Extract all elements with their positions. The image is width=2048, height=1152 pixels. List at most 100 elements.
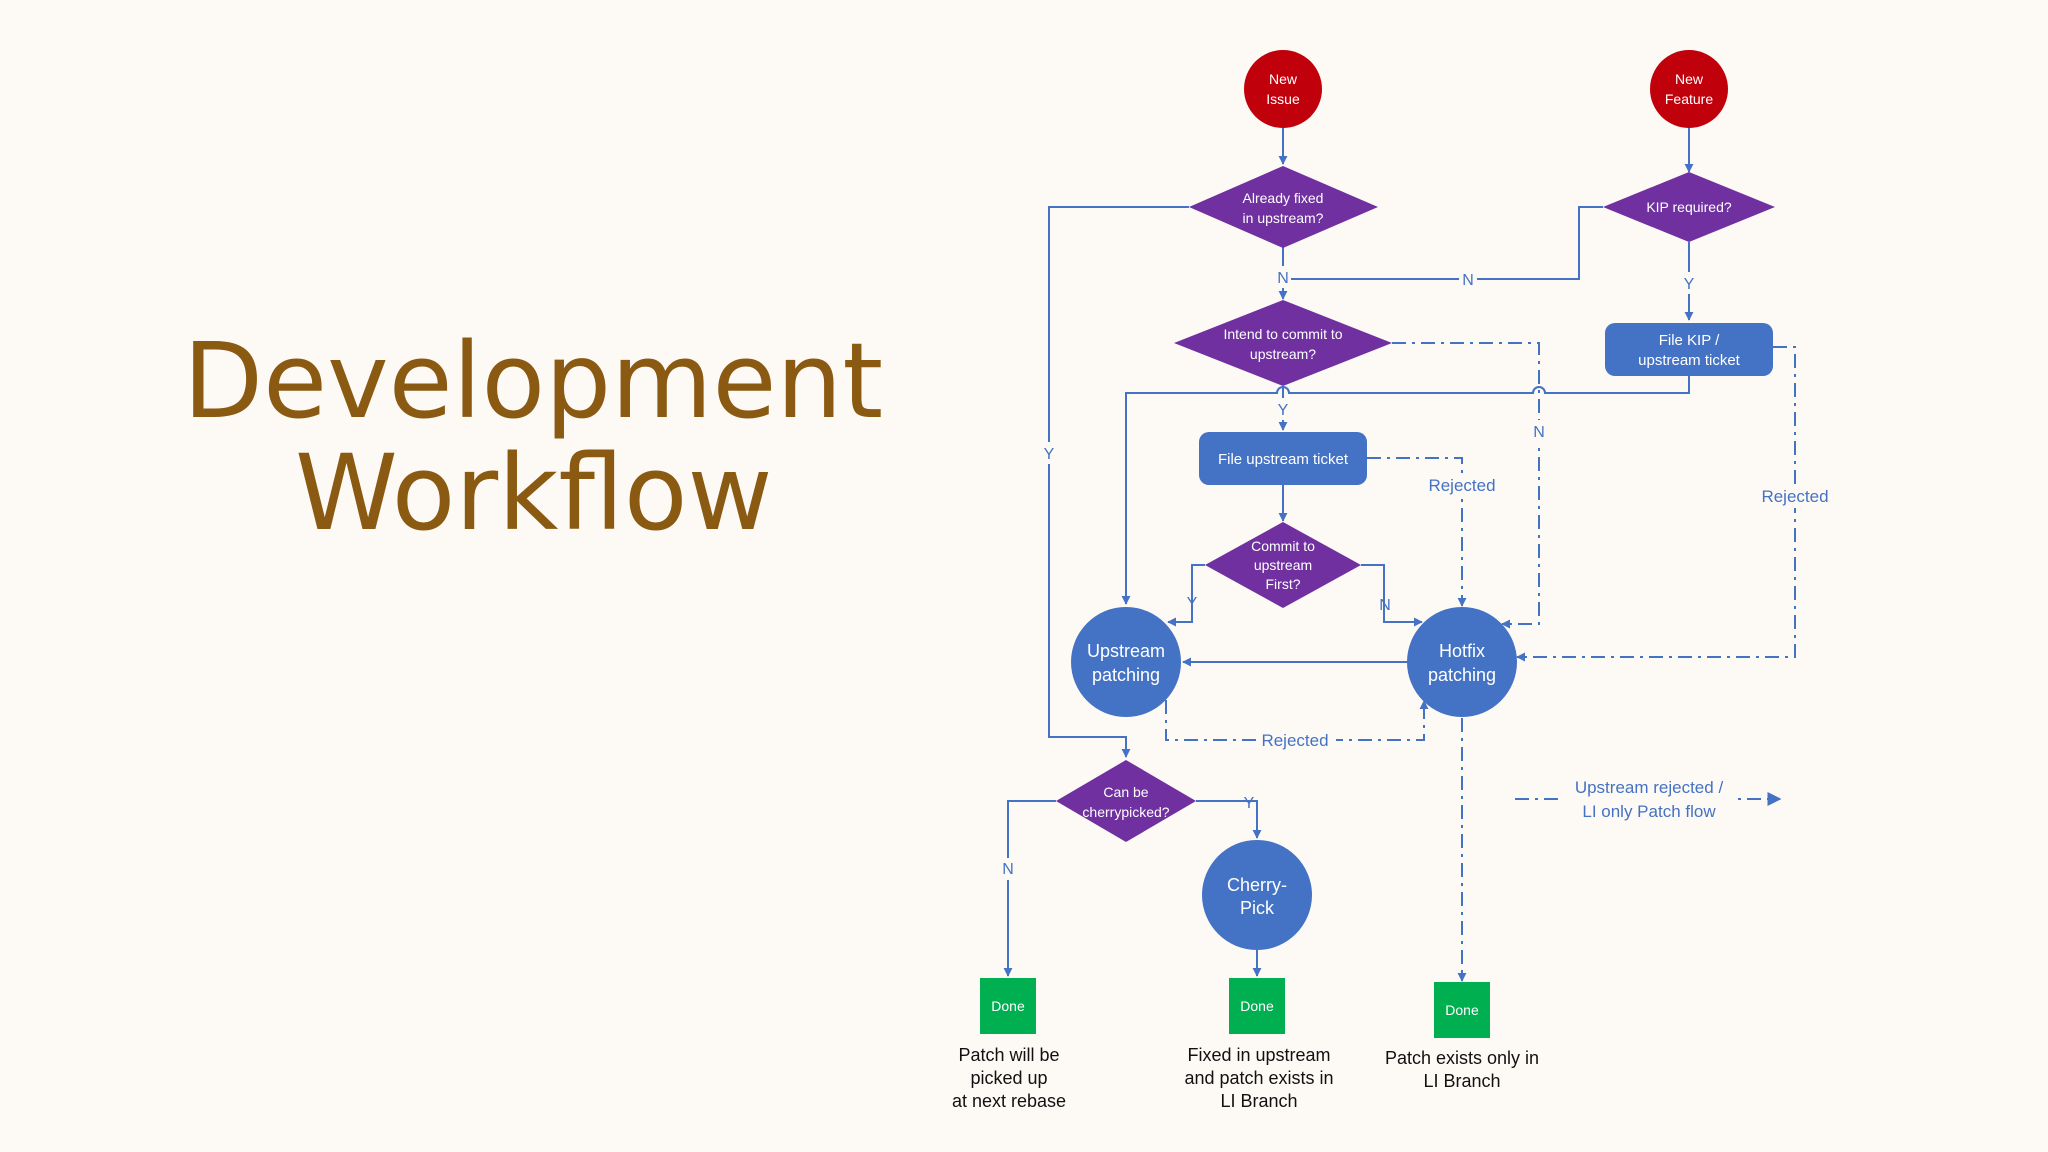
edge-kip-no bbox=[1283, 206, 1603, 280]
legend-text-bg bbox=[1560, 776, 1738, 824]
node-done-1: Done bbox=[980, 978, 1036, 1034]
node-new-feature: New Feature bbox=[1650, 50, 1728, 128]
already-fixed-diamond bbox=[1189, 166, 1378, 248]
edge-label-cherrypick-yes: Y bbox=[1244, 795, 1255, 812]
file-upstream-box bbox=[1199, 432, 1367, 485]
cherry-pick-circle bbox=[1202, 840, 1312, 950]
node-done-3: Done bbox=[1434, 982, 1490, 1038]
caption-done-2-line-2: and patch exists in bbox=[1184, 1068, 1333, 1088]
new-feature-label-2: Feature bbox=[1665, 91, 1713, 107]
already-fixed-label-2: in upstream? bbox=[1243, 210, 1324, 226]
edge-label-file-kip-rejected: Rejected bbox=[1761, 487, 1828, 506]
title-line-1: Development bbox=[183, 320, 884, 442]
label-bg-file-kip-rejected bbox=[1757, 484, 1833, 508]
file-kip-label-1: File KIP / bbox=[1659, 332, 1720, 349]
label-bg-intend-no bbox=[1531, 420, 1547, 442]
node-hotfix-patching: Hotfix patching bbox=[1407, 607, 1517, 717]
edge-label-commit-first-no: N bbox=[1379, 597, 1391, 614]
label-bg-already-fixed-yes bbox=[1040, 442, 1058, 464]
edge-label-intend-no: N bbox=[1533, 424, 1545, 441]
commit-first-label-3: First? bbox=[1266, 576, 1301, 592]
edge-label-commit-first-yes: Y bbox=[1187, 595, 1198, 612]
node-done-2: Done bbox=[1229, 978, 1285, 1034]
label-bg-intend-yes bbox=[1275, 398, 1291, 420]
cherrypick-question-label-2: cherrypicked? bbox=[1082, 804, 1169, 820]
edge-label-intend-yes: Y bbox=[1278, 402, 1289, 419]
cherry-pick-label-1: Cherry- bbox=[1227, 875, 1287, 895]
edge-file-kip-to-upstream bbox=[1121, 376, 1690, 605]
node-commit-first: Commit to upstream First? bbox=[1205, 522, 1361, 608]
file-upstream-label: File upstream ticket bbox=[1218, 451, 1349, 468]
upstream-patching-label-2: patching bbox=[1092, 665, 1160, 685]
edge-label-kip-yes: Y bbox=[1684, 276, 1695, 293]
upstream-patching-label-1: Upstream bbox=[1087, 641, 1165, 661]
edge-file-upstream-rejected bbox=[1367, 457, 1467, 607]
done-3-label: Done bbox=[1445, 1002, 1479, 1018]
cherry-pick-label-2: Pick bbox=[1240, 898, 1275, 918]
label-bg-kip-no bbox=[1459, 268, 1477, 290]
label-bg-kip-yes bbox=[1681, 272, 1697, 294]
commit-first-label-1: Commit to bbox=[1251, 538, 1315, 554]
legend: Upstream rejected / LI only Patch flow bbox=[1560, 776, 1738, 824]
node-file-kip: File KIP / upstream ticket bbox=[1605, 323, 1773, 376]
edge-label-already-fixed-no: N bbox=[1277, 270, 1289, 287]
new-feature-label-1: New bbox=[1675, 71, 1704, 87]
edge-already-fixed-yes bbox=[1048, 206, 1189, 758]
edge-label-cherrypick-no: N bbox=[1002, 861, 1014, 878]
node-cherry-pick: Cherry- Pick bbox=[1202, 840, 1312, 950]
title-line-2: Workflow bbox=[295, 432, 773, 554]
node-intend-commit: Intend to commit to upstream? bbox=[1174, 300, 1392, 386]
hotfix-patching-label-2: patching bbox=[1428, 665, 1496, 685]
edge-label-file-upstream-rejected: Rejected bbox=[1428, 476, 1495, 495]
edge-label-kip-no: N bbox=[1462, 272, 1474, 289]
edge-commit-first-yes bbox=[1167, 564, 1205, 627]
upstream-patching-circle bbox=[1071, 607, 1181, 717]
slide-title: Development Workflow bbox=[183, 320, 884, 554]
edge-commit-first-no bbox=[1361, 564, 1423, 627]
node-already-fixed: Already fixed in upstream? bbox=[1189, 166, 1378, 248]
label-bg-cherrypick-no bbox=[1000, 858, 1016, 880]
node-new-issue: New Issue bbox=[1244, 50, 1322, 128]
cherrypick-question-diamond bbox=[1056, 760, 1196, 842]
intend-commit-diamond bbox=[1174, 300, 1392, 386]
kip-required-label: KIP required? bbox=[1646, 199, 1732, 215]
hotfix-patching-label-1: Hotfix bbox=[1439, 641, 1485, 661]
new-issue-label-1: New bbox=[1269, 71, 1298, 87]
caption-done-3-line-1: Patch exists only in bbox=[1385, 1048, 1539, 1068]
node-cherrypick-question: Can be cherrypicked? bbox=[1056, 760, 1196, 842]
caption-done-1-line-3: at next rebase bbox=[952, 1091, 1066, 1111]
node-upstream-patching: Upstream patching bbox=[1071, 607, 1181, 717]
edge-intend-no bbox=[1392, 342, 1540, 629]
caption-done-3-line-2: LI Branch bbox=[1423, 1071, 1500, 1091]
already-fixed-label-1: Already fixed bbox=[1243, 190, 1324, 206]
legend-line-2: LI only Patch flow bbox=[1582, 802, 1716, 821]
commit-first-diamond bbox=[1205, 522, 1361, 608]
caption-done-2-line-1: Fixed in upstream bbox=[1187, 1045, 1330, 1065]
label-bg-already-fixed-no bbox=[1275, 266, 1291, 288]
edge-cherrypick-yes bbox=[1196, 800, 1262, 839]
done-2-box bbox=[1229, 978, 1285, 1034]
edge-cherrypick-no bbox=[1003, 800, 1056, 977]
caption-done-1-line-2: picked up bbox=[970, 1068, 1047, 1088]
new-issue-circle bbox=[1244, 50, 1322, 128]
edge-label-patching-rejected: Rejected bbox=[1261, 731, 1328, 750]
node-file-upstream-ticket: File upstream ticket bbox=[1199, 432, 1367, 485]
new-feature-circle bbox=[1650, 50, 1728, 128]
legend-line-1: Upstream rejected / bbox=[1575, 778, 1724, 797]
edge-label-already-fixed-yes: Y bbox=[1044, 446, 1055, 463]
file-kip-label-2: upstream ticket bbox=[1638, 352, 1741, 369]
intend-commit-label-1: Intend to commit to bbox=[1223, 326, 1342, 342]
label-bg-file-upstream-rejected bbox=[1424, 473, 1500, 497]
file-kip-box bbox=[1605, 323, 1773, 376]
new-issue-label-2: Issue bbox=[1266, 91, 1300, 107]
done-1-box bbox=[980, 978, 1036, 1034]
hotfix-patching-circle bbox=[1407, 607, 1517, 717]
caption-done-2-line-3: LI Branch bbox=[1220, 1091, 1297, 1111]
done-1-label: Done bbox=[991, 998, 1025, 1014]
caption-done-1-line-1: Patch will be bbox=[958, 1045, 1059, 1065]
label-bg-patching-rejected bbox=[1256, 728, 1336, 752]
commit-first-label-2: upstream bbox=[1254, 557, 1312, 573]
cherrypick-question-label-1: Can be bbox=[1103, 784, 1148, 800]
done-2-label: Done bbox=[1240, 998, 1274, 1014]
